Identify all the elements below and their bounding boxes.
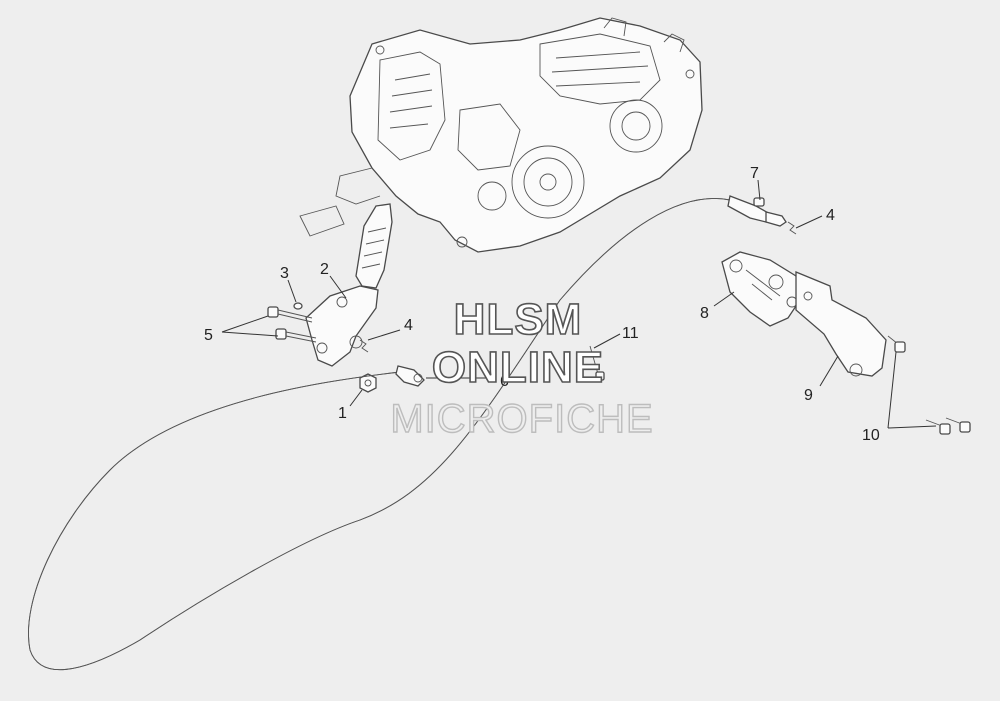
engine-assembly [299,17,703,253]
callout-9: 9 [804,387,813,404]
clip-4-left [359,339,369,353]
watermark-line-1: HLSM [454,295,583,344]
callout-4-right: 4 [826,207,835,224]
nut-1 [359,373,377,393]
callout-5: 5 [204,327,213,344]
washer-3 [293,302,303,310]
callout-7: 7 [750,165,759,182]
bolt-10-pair [925,417,971,435]
callout-3: 3 [280,265,289,282]
bolt-10-vertical [887,335,906,353]
callout-4-left: 4 [404,317,413,334]
watermark-line-3: MICROFICHE [390,397,653,441]
handbrake-lever [355,203,393,289]
lever-bracket [305,285,379,367]
bolt-5-lower [275,328,317,343]
bolt-11 [589,345,605,381]
callout-11: 11 [622,325,639,342]
brake-cable [28,195,787,671]
watermark-line-2: ONLINE [432,343,604,392]
mounting-bracket-9 [795,271,887,377]
callout-2: 2 [320,261,329,278]
callout-8: 8 [700,305,709,322]
bolt-5-upper [267,306,313,323]
callout-1: 1 [338,405,347,422]
watermark: HLSM ONLINE MICROFICHE [390,294,654,442]
brake-caliper-8 [721,251,801,327]
callout-labels: 1 2 3 4 4 5 6 7 8 9 10 11 [204,165,880,444]
callout-6: 6 [500,373,509,390]
clip-4-right [787,221,797,235]
leader-lines [221,179,937,429]
pin-7 [753,197,765,207]
callout-10: 10 [862,427,880,444]
